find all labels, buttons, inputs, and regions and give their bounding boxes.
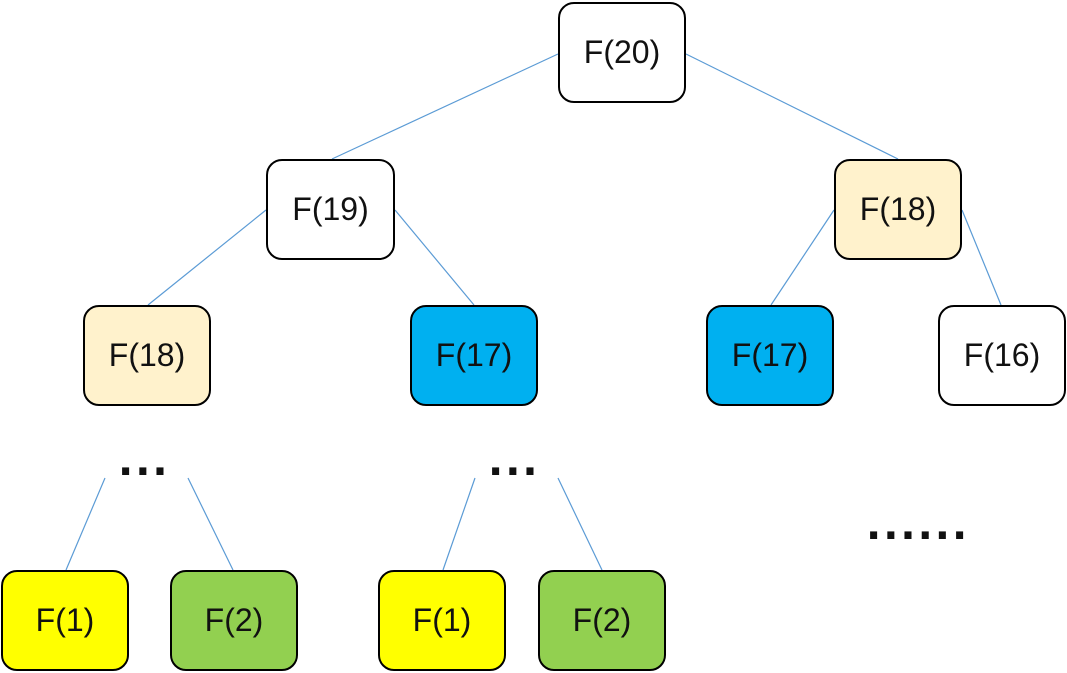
edge-ellipsis-b-to-f2: [557, 477, 603, 571]
node-label: F(2): [204, 602, 264, 638]
node-f18-left: F(18): [83, 305, 211, 406]
leaf-f1-left: F(1): [1, 570, 129, 671]
node-label: F(2): [572, 602, 632, 638]
node-label: F(17): [731, 337, 809, 373]
leaf-f2-middle: F(2): [538, 570, 666, 671]
edge-f19-to-f18: [147, 209, 267, 306]
edge-ellipsis-b-to-f1: [442, 477, 476, 571]
node-label: F(1): [412, 602, 472, 638]
edge-f18-to-f17: [770, 209, 835, 306]
node-label: F(17): [435, 337, 513, 373]
node-f20-root: F(20): [558, 2, 686, 103]
node-f17-left: F(17): [410, 305, 538, 406]
node-f19: F(19): [266, 159, 395, 260]
node-label: F(1): [35, 602, 95, 638]
node-f17-right: F(17): [706, 305, 834, 406]
ellipsis-right-remainder: ······: [866, 513, 970, 559]
edge-ellipsis-a-to-f2: [187, 477, 234, 571]
edge-f19-to-f17: [394, 209, 475, 306]
edge-ellipsis-a-to-f1: [65, 477, 106, 571]
edge-f18-to-f16: [961, 209, 1002, 306]
ellipsis-middle-branch: ···: [488, 449, 540, 495]
node-label: F(19): [292, 191, 369, 227]
node-f16: F(16): [938, 305, 1066, 406]
edge-root-to-f19: [331, 53, 559, 160]
node-label: F(20): [583, 34, 661, 70]
ellipsis-left-branch: ···: [118, 449, 170, 495]
node-label: F(18): [108, 337, 186, 373]
leaf-f1-middle: F(1): [378, 570, 506, 671]
leaf-f2-left: F(2): [170, 570, 298, 671]
node-label: F(16): [963, 337, 1041, 373]
node-label: F(18): [859, 191, 937, 227]
node-f18-right: F(18): [834, 159, 962, 260]
edge-root-to-f18: [685, 53, 899, 160]
